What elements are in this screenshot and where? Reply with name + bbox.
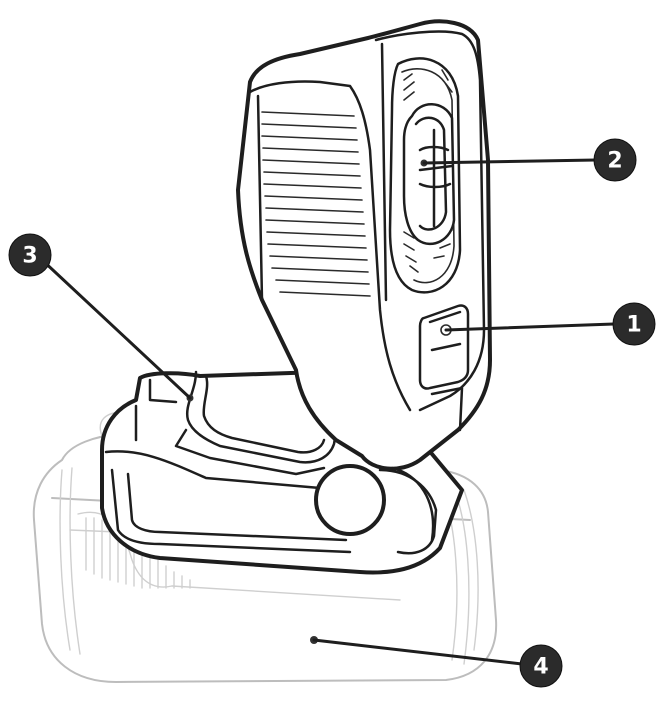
- leader-line-1: [444, 322, 616, 332]
- power-switch: [418, 304, 470, 432]
- callout-badge-2: 2: [593, 138, 637, 182]
- head-side-ribs: [261, 111, 371, 297]
- callout-badge-3: 3: [8, 233, 52, 277]
- battery-grip-ribs: [69, 511, 401, 601]
- light-head: [236, 19, 492, 555]
- hinge-knob: [314, 464, 438, 555]
- leader-line-4: [312, 638, 524, 666]
- leader-line-2: [422, 158, 598, 165]
- callout-badge-4: 4: [519, 644, 563, 688]
- callout-label-1: 1: [626, 313, 641, 338]
- callout-label-2: 2: [607, 149, 622, 174]
- callout-label-4: 4: [533, 655, 548, 680]
- callout-badge-1: 1: [612, 302, 656, 346]
- leader-line-3: [38, 256, 192, 400]
- callout-label-3: 3: [22, 244, 37, 269]
- rotating-lens: [402, 103, 456, 246]
